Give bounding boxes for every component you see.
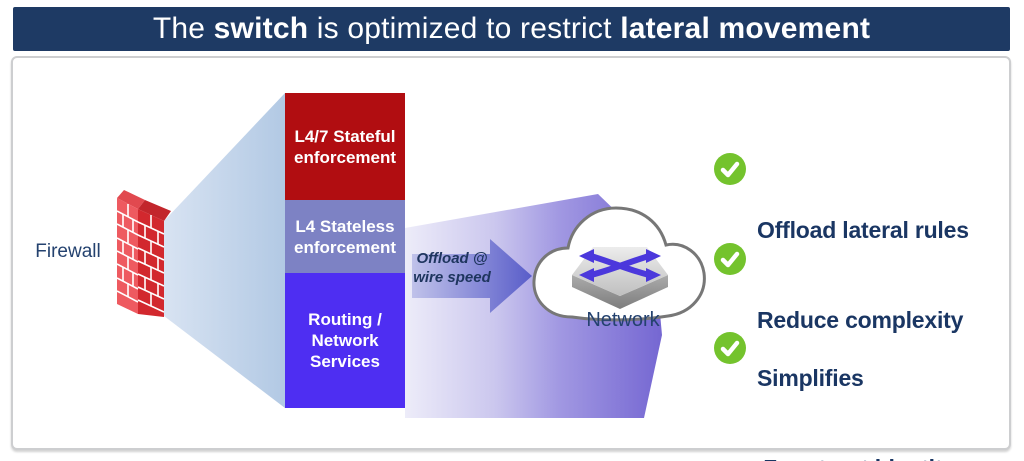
network-label: Network (586, 309, 660, 331)
offload-arrow-label-line: Offload @ (416, 250, 488, 267)
offload-arrow-label: Offload @ wire speed (408, 249, 496, 287)
stack-box-label-line: Routing / (308, 310, 382, 329)
benefit-item-complexity: Reduce complexity (757, 245, 963, 395)
title-segment: is optimized to restrict (308, 12, 621, 45)
stack-box-routing: Routing / Network Services (285, 273, 405, 408)
benefit-item-zero-trust: Simplifies Zero trust identity- microper… (757, 303, 963, 461)
title-segment-bold: switch (213, 12, 309, 45)
title-segment: The (152, 12, 214, 45)
benefit-text: Reduce complexity (757, 307, 964, 333)
stack-box-stateless: L4 Stateless enforcement (285, 200, 405, 273)
check-icon (714, 243, 746, 275)
stack-box-label-line: L4 Stateless (295, 216, 395, 236)
checkmark-glyph (720, 161, 740, 178)
firewall-label: Firewall (35, 241, 101, 262)
enforcement-stack: L4/7 Stateful enforcement L4 Stateless e… (285, 93, 405, 408)
benefit-text: Offload lateral rules (757, 217, 969, 243)
title-segment-bold: lateral movement (620, 12, 871, 45)
stack-box-label-line: L4/7 Stateful (294, 126, 396, 146)
checkmark-glyph (720, 251, 740, 268)
stack-box-label-line: enforcement (293, 147, 397, 167)
benefit-text: Simplifies (757, 365, 864, 391)
checkmark-glyph (720, 340, 740, 357)
offload-arrow-label-line: wire speed (413, 269, 491, 286)
benefit-item-offload: Offload lateral rules (757, 155, 969, 305)
title-bar: The switch is optimized to restrict late… (13, 7, 1010, 51)
check-icon (714, 153, 746, 185)
benefit-text: Zero trust identity- (757, 453, 962, 461)
stack-box-label-line: Network (311, 331, 379, 350)
stack-box-stateful: L4/7 Stateful enforcement (285, 93, 405, 200)
check-icon (714, 332, 746, 364)
stack-box-label-line: enforcement (293, 237, 397, 257)
page-title: The switch is optimized to restrict late… (153, 12, 870, 46)
stack-box-label-line: Services (310, 352, 380, 371)
